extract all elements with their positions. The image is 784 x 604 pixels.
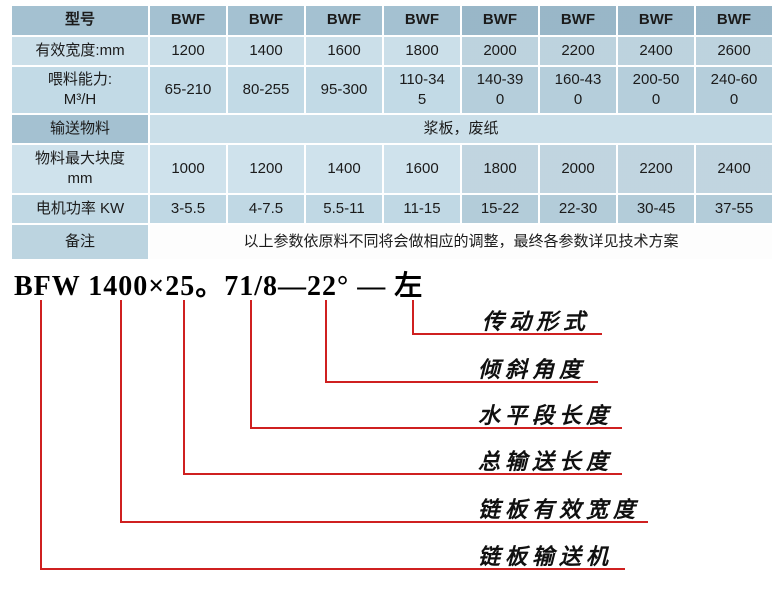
row-label-line1: 物料最大块度 xyxy=(34,149,125,167)
table-cell: BWF xyxy=(538,4,618,37)
row-label: 型号 xyxy=(10,4,150,37)
table-cell: 2200 xyxy=(538,35,618,67)
table-cell: 1400 xyxy=(226,35,306,67)
table-cell: 1200 xyxy=(148,35,228,67)
table-cell: 1000 xyxy=(148,143,228,195)
table-cell: 95-300 xyxy=(304,65,384,115)
callout-label: 总输送长度 xyxy=(478,449,614,474)
table-cell: 5.5-11 xyxy=(304,193,384,225)
table-cell: 1600 xyxy=(382,143,462,195)
table-cell: 1800 xyxy=(382,35,462,67)
table-cell: 2400 xyxy=(694,143,774,195)
table-cell: 1800 xyxy=(460,143,540,195)
table-cell: BWF xyxy=(148,4,228,37)
table-cell: 1200 xyxy=(226,143,306,195)
table-cell: BWF xyxy=(304,4,384,37)
table-span-cell: 以上参数依原料不同将会做相应的调整，最终各参数详见技术方案 xyxy=(148,223,774,261)
row-label-line1: 喂料能力: xyxy=(47,70,113,88)
table-row-feed-capacity: 喂料能力: M³/H 65-210 80-255 95-300 110-345 … xyxy=(10,65,774,115)
leader-vline xyxy=(412,300,414,333)
table-cell: 15-22 xyxy=(460,193,540,225)
table-span-cell: 浆板，废纸 xyxy=(148,113,774,145)
table-cell: BWF xyxy=(694,4,774,37)
table-cell: 1600 xyxy=(304,35,384,67)
leader-vline xyxy=(40,300,42,568)
leader-hline xyxy=(412,333,602,335)
leader-hline xyxy=(40,568,625,570)
leader-hline xyxy=(120,521,648,523)
row-label: 电机功率 KW xyxy=(10,193,150,225)
leader-vline xyxy=(183,300,185,473)
callout-label: 链板输送机 xyxy=(478,544,614,569)
leader-vline xyxy=(325,300,327,381)
callout-label: 倾斜角度 xyxy=(478,357,587,382)
table-row-motor-power: 电机功率 KW 3-5.5 4-7.5 5.5-11 11-15 15-22 2… xyxy=(10,193,774,225)
table-cell: 2000 xyxy=(460,35,540,67)
table-cell: 200-500 xyxy=(616,65,696,115)
table-cell: BWF xyxy=(382,4,462,37)
table-cell: 2600 xyxy=(694,35,774,67)
leader-hline xyxy=(250,427,622,429)
table-cell: 3-5.5 xyxy=(148,193,228,225)
table-row-material: 输送物料 浆板，废纸 xyxy=(10,113,774,145)
table-cell: BWF xyxy=(226,4,306,37)
table-cell: 80-255 xyxy=(226,65,306,115)
row-label: 备注 xyxy=(10,223,150,261)
table-row-width: 有效宽度:mm 1200 1400 1600 1800 2000 2200 24… xyxy=(10,35,774,67)
row-label: 有效宽度:mm xyxy=(10,35,150,67)
table-cell: BWF xyxy=(460,4,540,37)
model-code-text: BFW 1400×25。71/8—22° — 左 xyxy=(14,271,424,302)
row-label: 物料最大块度 mm xyxy=(10,143,150,195)
table-row-remark: 备注 以上参数依原料不同将会做相应的调整，最终各参数详见技术方案 xyxy=(10,223,774,261)
table-cell: 140-390 xyxy=(460,65,540,115)
table-cell: 65-210 xyxy=(148,65,228,115)
table-cell: 2000 xyxy=(538,143,618,195)
row-label-line2: M³/H xyxy=(63,91,97,108)
table-cell: 1400 xyxy=(304,143,384,195)
table-cell: 240-600 xyxy=(694,65,774,115)
table-cell: 37-55 xyxy=(694,193,774,225)
leader-hline xyxy=(325,381,598,383)
table-row-max-lump: 物料最大块度 mm 1000 1200 1400 1600 1800 2000 … xyxy=(10,143,774,195)
callout-label: 水平段长度 xyxy=(478,403,614,428)
leader-vline xyxy=(250,300,252,427)
table-cell: BWF xyxy=(616,4,696,37)
table-cell: 2200 xyxy=(616,143,696,195)
spec-table: 型号 BWF BWF BWF BWF BWF BWF BWF BWF 有效宽度:… xyxy=(10,4,774,261)
table-cell: 30-45 xyxy=(616,193,696,225)
table-row-model: 型号 BWF BWF BWF BWF BWF BWF BWF BWF xyxy=(10,4,774,37)
table-cell: 160-430 xyxy=(538,65,618,115)
callout-label: 传动形式 xyxy=(482,309,591,334)
row-label-line2: mm xyxy=(67,170,93,187)
table-cell: 22-30 xyxy=(538,193,618,225)
leader-vline xyxy=(120,300,122,521)
table-cell: 2400 xyxy=(616,35,696,67)
row-label: 喂料能力: M³/H xyxy=(10,65,150,115)
row-label: 输送物料 xyxy=(10,113,150,145)
table-cell: 110-345 xyxy=(382,65,462,115)
table-cell: 4-7.5 xyxy=(226,193,306,225)
table-cell: 11-15 xyxy=(382,193,462,225)
leader-hline xyxy=(183,473,622,475)
callout-label: 链板有效宽度 xyxy=(478,497,641,522)
